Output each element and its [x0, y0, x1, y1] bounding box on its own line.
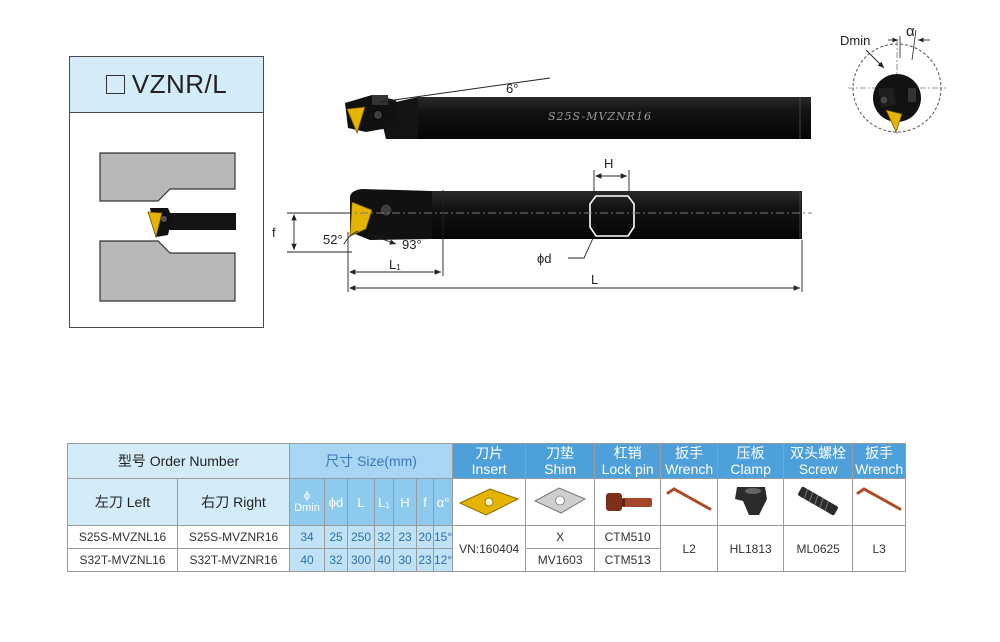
- insert-value: VN:160404: [452, 525, 527, 572]
- lockpin-image: [594, 478, 662, 526]
- tool-side-view: [345, 77, 811, 139]
- bore-application-illustration: [99, 152, 236, 302]
- l1-col-header: L1: [374, 478, 394, 526]
- dmin-label: Dmin: [840, 33, 871, 48]
- row-1-alpha: 15°: [432, 525, 454, 549]
- checkbox-square-icon: [105, 75, 125, 94]
- row-2-dmin: 40: [289, 548, 325, 572]
- row-2-right: S32T-MVZNR16: [177, 548, 290, 572]
- order-number-header: 型号 Order Number: [67, 443, 290, 479]
- tool-engraving: S25S-MVZNR16: [548, 110, 652, 123]
- left-header: 左刀 Left: [67, 478, 178, 526]
- row-1-l: 250: [347, 525, 375, 549]
- wrench-icon: [856, 486, 902, 510]
- insert-image: [452, 478, 527, 526]
- row-2-l1: 40: [374, 548, 394, 572]
- wrench-1-image: [660, 478, 719, 526]
- row-1-shim: X: [525, 525, 596, 549]
- row-1-dmin: 34: [289, 525, 325, 549]
- phid-col-header: ϕd: [324, 478, 348, 526]
- tool-top-view: [344, 189, 812, 240]
- dimension-lines: [287, 170, 803, 292]
- right-header: 右刀 Right: [177, 478, 290, 526]
- screw-icon: [798, 486, 839, 515]
- f-col-header: f: [416, 478, 434, 526]
- l1-label-sub: 1: [396, 263, 401, 272]
- alpha-label: α: [906, 23, 915, 40]
- screw-value: ML0625: [783, 525, 854, 572]
- row-1-right: S25S-MVZNR16: [177, 525, 290, 549]
- shim-icon: [534, 486, 587, 514]
- wrench-2-value: L3: [852, 525, 907, 572]
- size-header: 尺寸 Size(mm): [288, 443, 454, 479]
- wrench-2-image: [852, 478, 907, 526]
- l-label: L: [591, 272, 599, 287]
- angle-93-label: 93°: [402, 237, 422, 252]
- shim-image: [525, 478, 596, 526]
- l-col-header: L: [347, 478, 375, 526]
- row-1-left: S25S-MVZNL16: [67, 525, 178, 549]
- clamp-image: [717, 478, 785, 526]
- row-1-phid: 25: [324, 525, 348, 549]
- clamp-value: HL1813: [717, 525, 785, 572]
- phi-d-label: ϕd: [537, 251, 552, 266]
- wrench-1-value: L2: [660, 525, 719, 572]
- row-2-phid: 32: [324, 548, 348, 572]
- row-2-h: 30: [393, 548, 417, 572]
- lockpin-icon: [605, 492, 652, 511]
- l1-label-main: L: [389, 257, 397, 272]
- model-title: VZNR/L: [70, 57, 263, 113]
- row-1-h: 23: [393, 525, 417, 549]
- angle-6-label: 6°: [506, 81, 519, 96]
- f-label: f: [272, 225, 276, 240]
- h-col-header: H: [393, 478, 417, 526]
- row-2-alpha: 12°: [432, 548, 454, 572]
- screw-image: [783, 478, 854, 526]
- row-2-shim: MV1603: [525, 548, 596, 572]
- row-1-lockpin: CTM510: [594, 525, 662, 549]
- h-label: H: [604, 156, 614, 171]
- alpha-col-header: α°: [432, 478, 454, 526]
- row-2-left: S32T-MVZNL16: [67, 548, 178, 572]
- wrench-icon: [666, 486, 712, 510]
- insert-icon: [458, 487, 520, 516]
- row-2-f: 23: [416, 548, 434, 572]
- row-2-lockpin: CTM513: [594, 548, 662, 572]
- model-title-text: VZNR/L: [131, 69, 228, 99]
- row-2-l: 300: [347, 548, 375, 572]
- clamp-icon: [734, 486, 767, 515]
- row-1-f: 20: [416, 525, 434, 549]
- row-1-l1: 32: [374, 525, 394, 549]
- model-type-box: VZNR/L: [69, 56, 264, 328]
- angle-52-label: 52°: [323, 232, 343, 247]
- l1-label: L1: [389, 258, 401, 272]
